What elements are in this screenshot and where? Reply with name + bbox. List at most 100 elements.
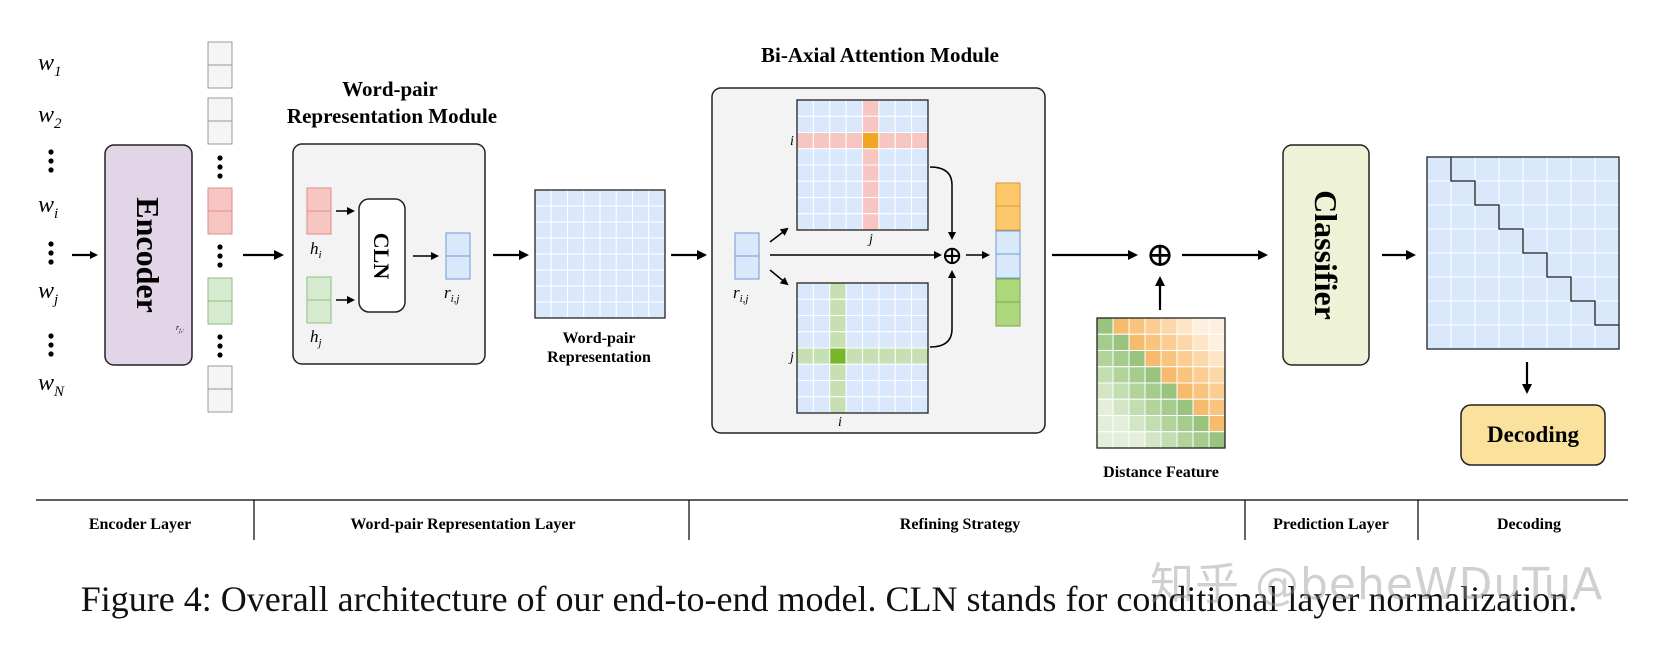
output-grid-cell <box>1498 156 1524 182</box>
output-grid-cell <box>1570 276 1596 302</box>
wordpair-module-title-2: Representation Module <box>287 104 497 128</box>
column-attention-cell <box>796 315 814 333</box>
classifier-label: Classifier <box>1308 190 1344 320</box>
wordpair-grid-cell <box>534 237 552 255</box>
distance-feature-cell <box>1128 415 1146 433</box>
distance-feature-cell <box>1128 317 1146 335</box>
column-attention-cell <box>812 282 831 300</box>
output-grid-cell <box>1594 228 1620 254</box>
input-words: w1 w2 wi wj wN <box>38 50 65 400</box>
distance-feature-cell <box>1208 317 1226 335</box>
column-attention-cell <box>894 315 913 333</box>
distance-feature-cell <box>1160 382 1178 400</box>
distance-feature-cell <box>1192 317 1210 335</box>
wordpair-grid-cell <box>648 301 666 319</box>
column-attention-cell <box>878 282 896 300</box>
output-grid-cell <box>1498 324 1524 350</box>
column-attention-cell <box>829 298 847 316</box>
column-attention-cell <box>796 380 814 398</box>
row-attention-cell <box>894 197 913 215</box>
wordpair-grid-cell <box>534 221 552 239</box>
column-attention-cell <box>812 347 831 365</box>
word-wN: wN <box>38 370 65 400</box>
distance-feature-cell <box>1144 317 1162 335</box>
row-attention-cell <box>796 180 814 198</box>
output-grid-cell <box>1546 324 1572 350</box>
wordpair-grid-cell <box>599 205 617 223</box>
column-attention-border <box>796 282 929 414</box>
column-attention-cell <box>894 331 913 349</box>
row-attention-cell <box>845 132 863 150</box>
wordpair-grid-cell <box>632 285 650 303</box>
encoder-tag: rj,: <box>176 323 184 334</box>
column-attention-cell <box>829 396 847 414</box>
wordpair-grid-cell <box>599 285 617 303</box>
row-attention-cell <box>845 213 863 231</box>
row-attention-cell <box>878 197 896 215</box>
row-attention-cell <box>911 164 929 182</box>
distance-feature-cell <box>1176 317 1194 335</box>
output-grid-cell <box>1546 228 1572 254</box>
output-grid-cell <box>1450 180 1476 206</box>
top-grid-row-label: i <box>790 134 794 149</box>
wordpair-grid-cell <box>550 253 568 271</box>
row-attention-cell <box>796 213 814 231</box>
distance-feature-cell <box>1208 415 1226 433</box>
output-grid-cell <box>1426 156 1452 182</box>
distance-feature-cell <box>1128 398 1146 416</box>
column-attention-cell <box>911 315 929 333</box>
row-attention-cell <box>911 180 929 198</box>
output-grid-cell <box>1498 252 1524 278</box>
distance-feature-cell <box>1192 333 1210 351</box>
wordpair-representation-grid <box>534 189 666 319</box>
distance-feature-cell <box>1176 382 1194 400</box>
wordpair-grid-cell <box>534 269 552 287</box>
output-grid-cell <box>1450 252 1476 278</box>
output-grid-cell <box>1426 204 1452 230</box>
distance-feature-cell <box>1160 398 1178 416</box>
column-attention-cell <box>812 298 831 316</box>
distance-feature-cell <box>1144 382 1162 400</box>
output-grid-cell <box>1570 180 1596 206</box>
wordpair-grid-border <box>534 189 666 319</box>
output-grid-cell <box>1426 228 1452 254</box>
distance-feature-cell <box>1160 366 1178 384</box>
distance-feature-cell <box>1144 350 1162 368</box>
column-attention-grid <box>796 282 929 414</box>
wordpair-grid-cell <box>599 253 617 271</box>
output-grid-cell <box>1450 204 1476 230</box>
column-attention-cell <box>829 347 847 365</box>
output-grid-cell <box>1426 300 1452 326</box>
row-attention-cell <box>862 164 880 182</box>
concat-vector <box>995 182 1021 327</box>
wordpair-grid-cell <box>632 221 650 239</box>
column-attention-cell <box>911 347 929 365</box>
row-attention-cell <box>878 132 896 150</box>
column-attention-cell <box>829 363 847 381</box>
wordpair-grid-cell <box>632 189 650 207</box>
output-grid-cell <box>1522 252 1548 278</box>
row-attention-cell <box>894 99 913 117</box>
row-attention-cell <box>878 115 896 133</box>
row-attention-cell <box>796 132 814 150</box>
wordpair-grid-cell <box>583 253 601 271</box>
output-grid-cell <box>1474 324 1500 350</box>
wordpair-representation-label-1: Word-pair <box>563 330 636 347</box>
column-attention-cell <box>845 282 863 300</box>
column-attention-cell <box>878 396 896 414</box>
row-attention-cell <box>878 164 896 182</box>
distance-feature-cell <box>1112 317 1130 335</box>
wordpair-grid-cell <box>550 221 568 239</box>
decoding-box <box>1460 404 1606 466</box>
output-grid-cell <box>1570 204 1596 230</box>
arrow-rij-to-bottom <box>769 269 789 286</box>
wordpair-grid-cell <box>648 269 666 287</box>
distance-feature-grid <box>1096 317 1226 449</box>
top-grid-col-label: j <box>867 232 873 247</box>
wordpair-grid-cell <box>632 237 650 255</box>
distance-feature-cell <box>1208 431 1226 449</box>
output-grid-cell <box>1474 252 1500 278</box>
output-grid-cell <box>1426 324 1452 350</box>
distance-feature-cell <box>1176 415 1194 433</box>
